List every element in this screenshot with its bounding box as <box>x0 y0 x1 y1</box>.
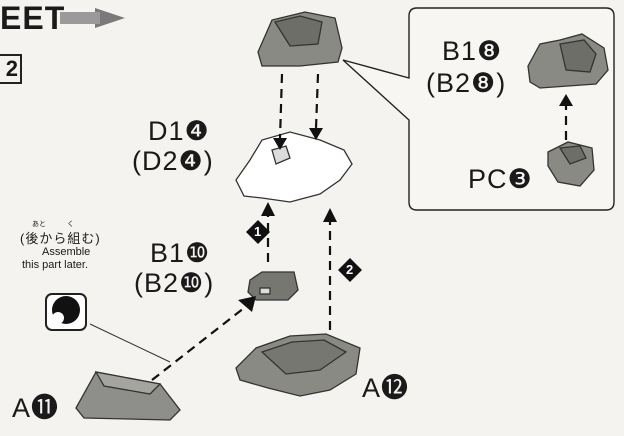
note-english-1: Assemble <box>42 246 91 258</box>
part-d1-4 <box>235 131 353 203</box>
label-a12: A⓬ <box>362 373 410 403</box>
label-b1-mid: B1❿ <box>150 238 211 268</box>
step-1-diamond <box>246 220 270 244</box>
part-a11 <box>75 371 181 421</box>
part-pc-3 <box>547 141 595 187</box>
label-d2: (D2❹) <box>132 146 214 176</box>
label-pc: PC❸ <box>468 164 533 194</box>
assemble-later-icon <box>45 293 87 331</box>
part-b1-8-top <box>257 11 343 67</box>
note-japanese: (後から組む) <box>20 231 101 246</box>
header-bar <box>60 12 100 24</box>
label-a11: A⓫ <box>12 393 60 423</box>
header-arrow-icon <box>95 8 125 28</box>
note-furigana: あと く <box>32 221 74 228</box>
label-b2-mid: (B2❿) <box>134 268 215 298</box>
label-b1-top: B1❽ <box>442 36 503 66</box>
part-b1-8-callout <box>527 33 609 89</box>
note-leader-line <box>89 323 171 363</box>
step-2-number: 2 <box>346 262 355 277</box>
header-title: EET <box>0 0 66 36</box>
page-marker: 2 <box>0 54 22 84</box>
step-2-diamond <box>338 258 362 282</box>
note-english-2: this part later. <box>22 259 89 271</box>
label-b2-top: (B2❽) <box>426 68 507 98</box>
arrow-heads <box>238 94 573 312</box>
part-b1-10 <box>247 271 299 301</box>
label-d1: D1❹ <box>148 116 210 146</box>
assembly-arrows <box>151 73 568 381</box>
step-1-number: 1 <box>254 224 263 239</box>
part-a12 <box>235 333 361 397</box>
